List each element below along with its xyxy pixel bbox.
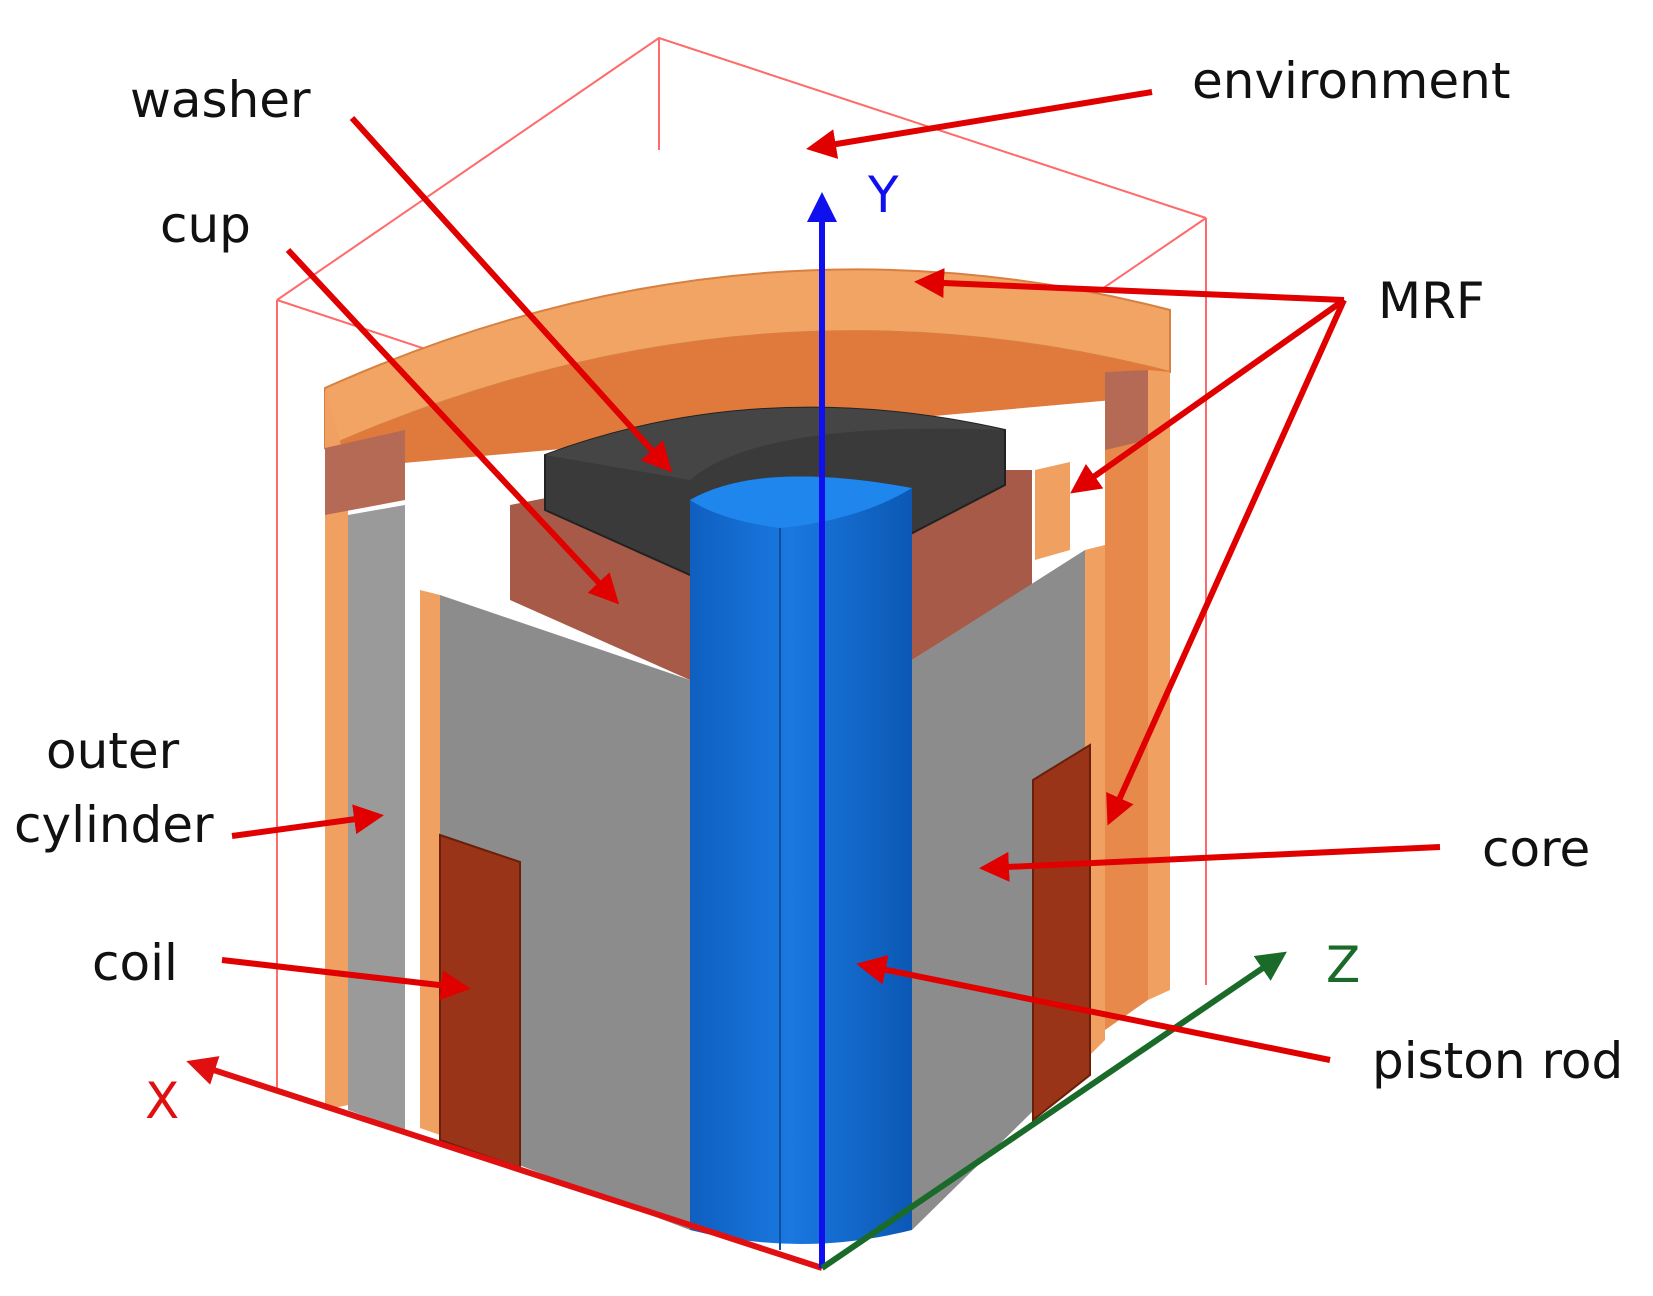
label-environment: environment [1192,52,1510,110]
arrow-cup [285,247,620,605]
label-axis-x: X [145,1072,179,1130]
label-cup: cup [160,196,251,254]
annotation-arrows [221,89,1441,1063]
piston-rod [690,476,912,1250]
arrow-outer-cylinder [231,804,384,839]
label-piston-rod: piston rod [1372,1032,1623,1090]
arrow-environment [806,89,1153,159]
label-core: core [1482,820,1590,878]
x-axis-line [186,1056,823,1271]
label-axis-z: Z [1326,936,1360,994]
arrow-mrf-mid [1070,297,1346,494]
arrow-mrf-top [914,268,1345,303]
label-axis-y: Y [867,166,899,224]
arrow-piston-rod [856,955,1331,1063]
arrow-washer [349,115,673,473]
coil [439,743,1091,1170]
arrow-mrf-low [1106,298,1347,826]
mrf-outer-wall [325,370,1170,1110]
label-mrf: MRF [1378,272,1485,330]
label-washer: washer [130,71,311,129]
label-outer-cylinder-line2: cylinder [14,796,214,854]
arrow-coil [221,957,471,1001]
z-axis-line [820,951,1287,1271]
label-coil: coil [92,934,178,992]
axes [186,192,1287,1271]
arrow-core [979,844,1441,882]
label-outer-cylinder-line1: outer [46,722,180,780]
